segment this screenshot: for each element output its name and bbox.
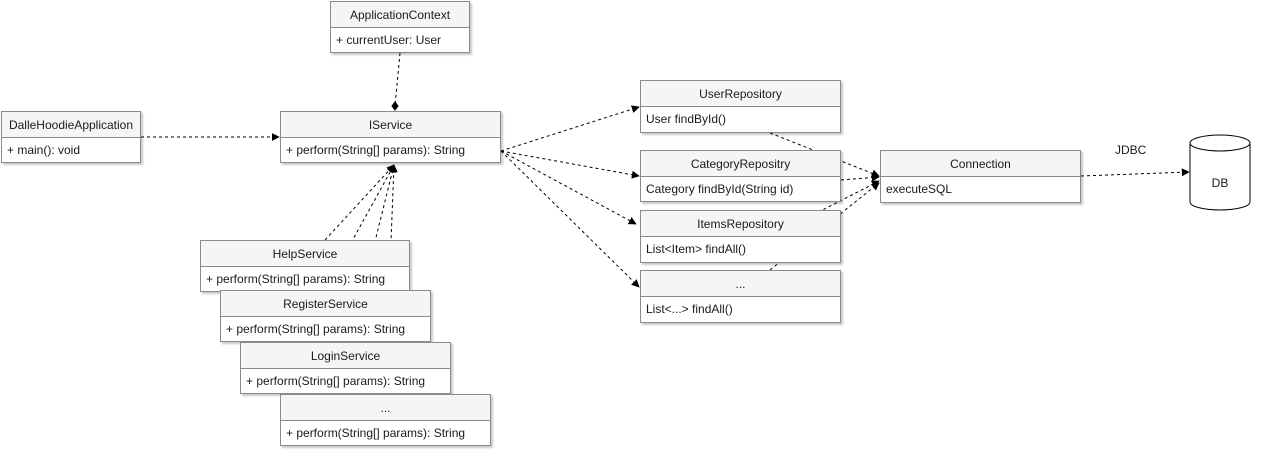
connection-class[interactable]: Connection executeSQL — [880, 150, 1081, 203]
application-context-class[interactable]: ApplicationContext + currentUser: User — [330, 1, 470, 53]
login-service-class[interactable]: LoginService + perform(String[] params):… — [240, 342, 451, 394]
items-repository-member: List<Item> findAll() — [646, 242, 747, 256]
connection-class-name: Connection — [881, 151, 1080, 177]
more-repositories-class[interactable]: ... List<...> findAll() — [640, 270, 841, 323]
items-repository-class[interactable]: ItemsRepository List<Item> findAll() — [640, 210, 841, 263]
jdbc-label: JDBC — [1115, 143, 1147, 157]
login-service-member: + perform(String[] params): String — [246, 374, 426, 388]
database-label: DB — [1211, 176, 1229, 190]
application-context-class-name: ApplicationContext — [331, 2, 469, 28]
dalle-hoodie-application-member: + main(): void — [7, 143, 81, 157]
iservice-to-more-repo-connector — [500, 150, 640, 288]
more-services-class-name: ... — [281, 395, 490, 421]
iservice-interface-name: IService — [281, 112, 500, 138]
help-service-class-name: HelpService — [201, 241, 409, 267]
category-repository-class-name: CategoryRepositry — [641, 151, 840, 177]
iservice-interface[interactable]: IService + perform(String[] params): Str… — [280, 111, 501, 163]
iservice-to-items-repo-connector — [500, 150, 637, 225]
category-repository-member: Category findById(String id) — [646, 182, 794, 196]
iservice-to-category-repo-connector — [500, 150, 640, 179]
user-repository-member: User findById() — [646, 112, 727, 126]
more-services-class[interactable]: ... + perform(String[] params): String — [280, 394, 491, 446]
iservice-to-user-repo-connector — [500, 105, 640, 152]
register-service-class-name: RegisterService — [221, 291, 430, 317]
help-service-to-iservice-connector — [324, 164, 395, 241]
connection-to-db-connector — [1080, 168, 1190, 177]
category-repository-class[interactable]: CategoryRepositry Category findById(Stri… — [640, 150, 841, 202]
aggregation-diamond-icon — [391, 101, 399, 111]
iservice-member: + perform(String[] params): String — [286, 143, 466, 157]
user-repo-to-connection-connector — [769, 132, 880, 178]
category-repo-to-connection-connector — [840, 173, 880, 182]
login-service-class-name: LoginService — [241, 343, 450, 369]
register-service-class[interactable]: RegisterService + perform(String[] param… — [220, 290, 431, 342]
connection-member: executeSQL — [886, 182, 953, 196]
more-services-member: + perform(String[] params): String — [286, 426, 466, 440]
dalle-hoodie-application-class-name: DalleHoodieApplication — [2, 112, 140, 138]
user-repository-class[interactable]: UserRepository User findById() — [640, 80, 841, 133]
context-to-iservice-connector — [394, 52, 401, 107]
dalle-hoodie-application-class[interactable]: DalleHoodieApplication + main(): void — [1, 111, 141, 163]
more-repo-to-connection-connector — [769, 182, 880, 271]
help-service-class[interactable]: HelpService + perform(String[] params): … — [200, 240, 410, 292]
more-repositories-member: List<...> findAll() — [646, 302, 733, 316]
more-repositories-class-name: ... — [641, 271, 840, 297]
database-cylinder-icon[interactable] — [1189, 134, 1251, 211]
help-service-member: + perform(String[] params): String — [206, 272, 386, 286]
user-repository-class-name: UserRepository — [641, 81, 840, 107]
items-repository-class-name: ItemsRepository — [641, 211, 840, 237]
register-service-member: + perform(String[] params): String — [226, 322, 406, 336]
application-context-member: + currentUser: User — [336, 33, 442, 47]
